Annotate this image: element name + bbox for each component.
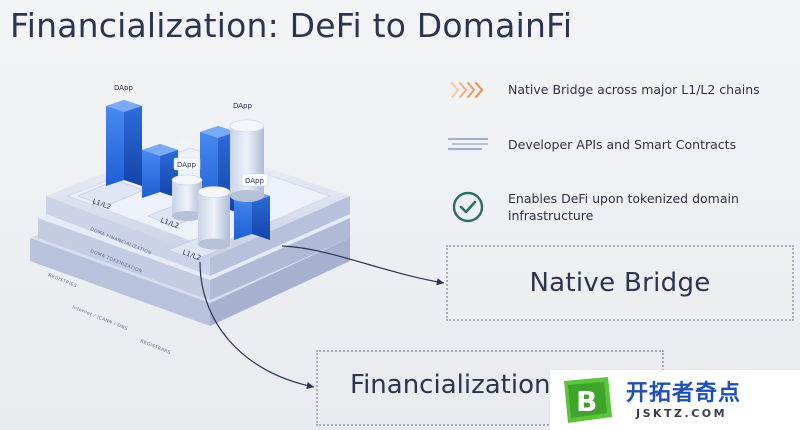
horizontal-lines-icon bbox=[444, 136, 492, 152]
dapp-label: DApp bbox=[177, 161, 196, 169]
watermark-brand: 开拓者奇点 bbox=[626, 380, 742, 406]
brand-logo-icon: B bbox=[560, 375, 616, 425]
feature-text: Developer APIs and Smart Contracts bbox=[508, 137, 737, 152]
watermark: B 开拓者奇点 JSKTZ.COM bbox=[550, 370, 800, 430]
dapp-cylinder bbox=[229, 119, 265, 202]
feature-text: Enables DeFi upon tokenized domain infra… bbox=[508, 191, 739, 223]
dapp-label: DApp bbox=[114, 84, 133, 92]
dapp-label-bubble bbox=[241, 173, 269, 187]
layer-label-registrars: REGISTRARS bbox=[139, 338, 171, 356]
dapp-label: DApp bbox=[245, 177, 264, 185]
financialization-label: Financialization bbox=[350, 370, 551, 400]
dapp-label-bubble bbox=[173, 157, 201, 171]
check-circle-icon bbox=[444, 190, 492, 224]
financialization-box: Financialization bbox=[316, 350, 664, 426]
dapp-cylinder bbox=[171, 174, 203, 221]
page-title: Financialization: DeFi to DomainFi bbox=[10, 6, 573, 45]
dapp-bar bbox=[106, 100, 142, 186]
native-bridge-box: Native Bridge bbox=[446, 245, 794, 321]
dapp-cylinder bbox=[197, 186, 231, 250]
domafi-stack-illustration: DOMA FINANCIALIZATION DOMA TOKENIZATION … bbox=[30, 84, 350, 356]
feature-defi: Enables DeFi upon tokenized domain infra… bbox=[444, 190, 789, 224]
native-bridge-label: Native Bridge bbox=[529, 268, 711, 298]
feature-native-bridge: Native Bridge across major L1/L2 chains bbox=[444, 81, 789, 99]
layer-label-internet: Internet / ICANN / DNS bbox=[71, 304, 128, 332]
logo-letter: B bbox=[576, 385, 597, 418]
feature-text: Native Bridge across major L1/L2 chains bbox=[508, 82, 760, 97]
watermark-url: JSKTZ.COM bbox=[636, 406, 728, 420]
feature-developer-apis: Developer APIs and Smart Contracts bbox=[444, 136, 789, 153]
dapp-label: DApp bbox=[233, 102, 252, 110]
chevrons-right-icon bbox=[444, 81, 492, 99]
